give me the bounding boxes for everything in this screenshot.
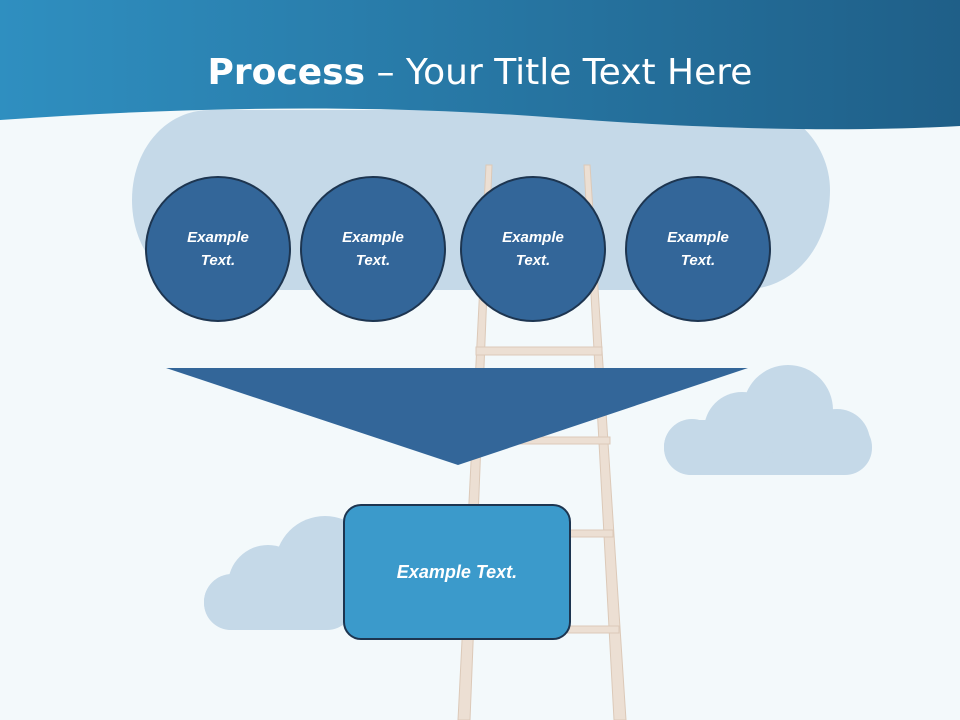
circle-label: Example Text. [502,229,564,269]
right-cloud [664,365,872,475]
result-box[interactable]: Example Text. [343,504,571,640]
process-circle-3[interactable]: Example Text. [460,176,606,322]
process-circle-1[interactable]: Example Text. [145,176,291,322]
circle-label: Example Text. [667,229,729,269]
header-band [0,0,960,130]
circle-label: Example Text. [342,229,404,269]
title-bold: Process [207,52,366,93]
title-rest: – Your Title Text Here [365,52,753,93]
result-box-label: Example Text. [396,561,518,582]
process-circle-4[interactable]: Example Text. [625,176,771,322]
circle-label: Example Text. [187,229,249,269]
slide-title: Process – Your Title Text Here [0,52,960,93]
process-circle-2[interactable]: Example Text. [300,176,446,322]
funnel-arrow [166,368,748,465]
